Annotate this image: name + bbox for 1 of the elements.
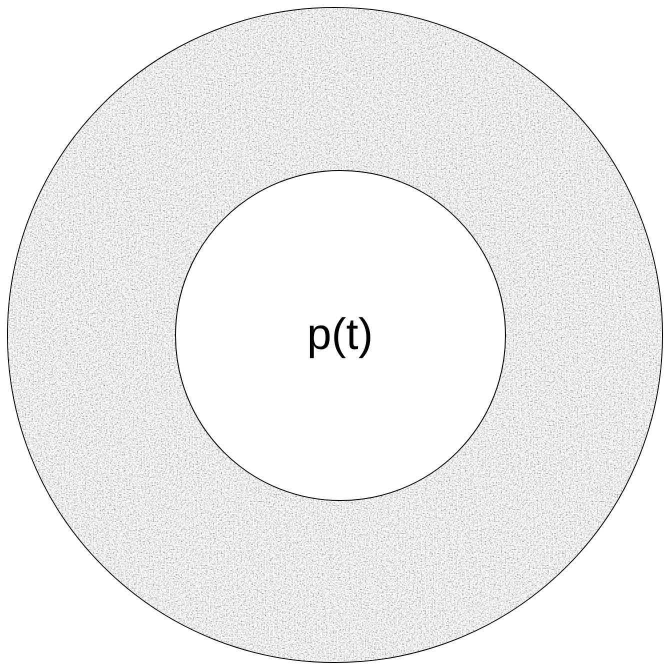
formula-label: p(t)	[307, 310, 373, 360]
